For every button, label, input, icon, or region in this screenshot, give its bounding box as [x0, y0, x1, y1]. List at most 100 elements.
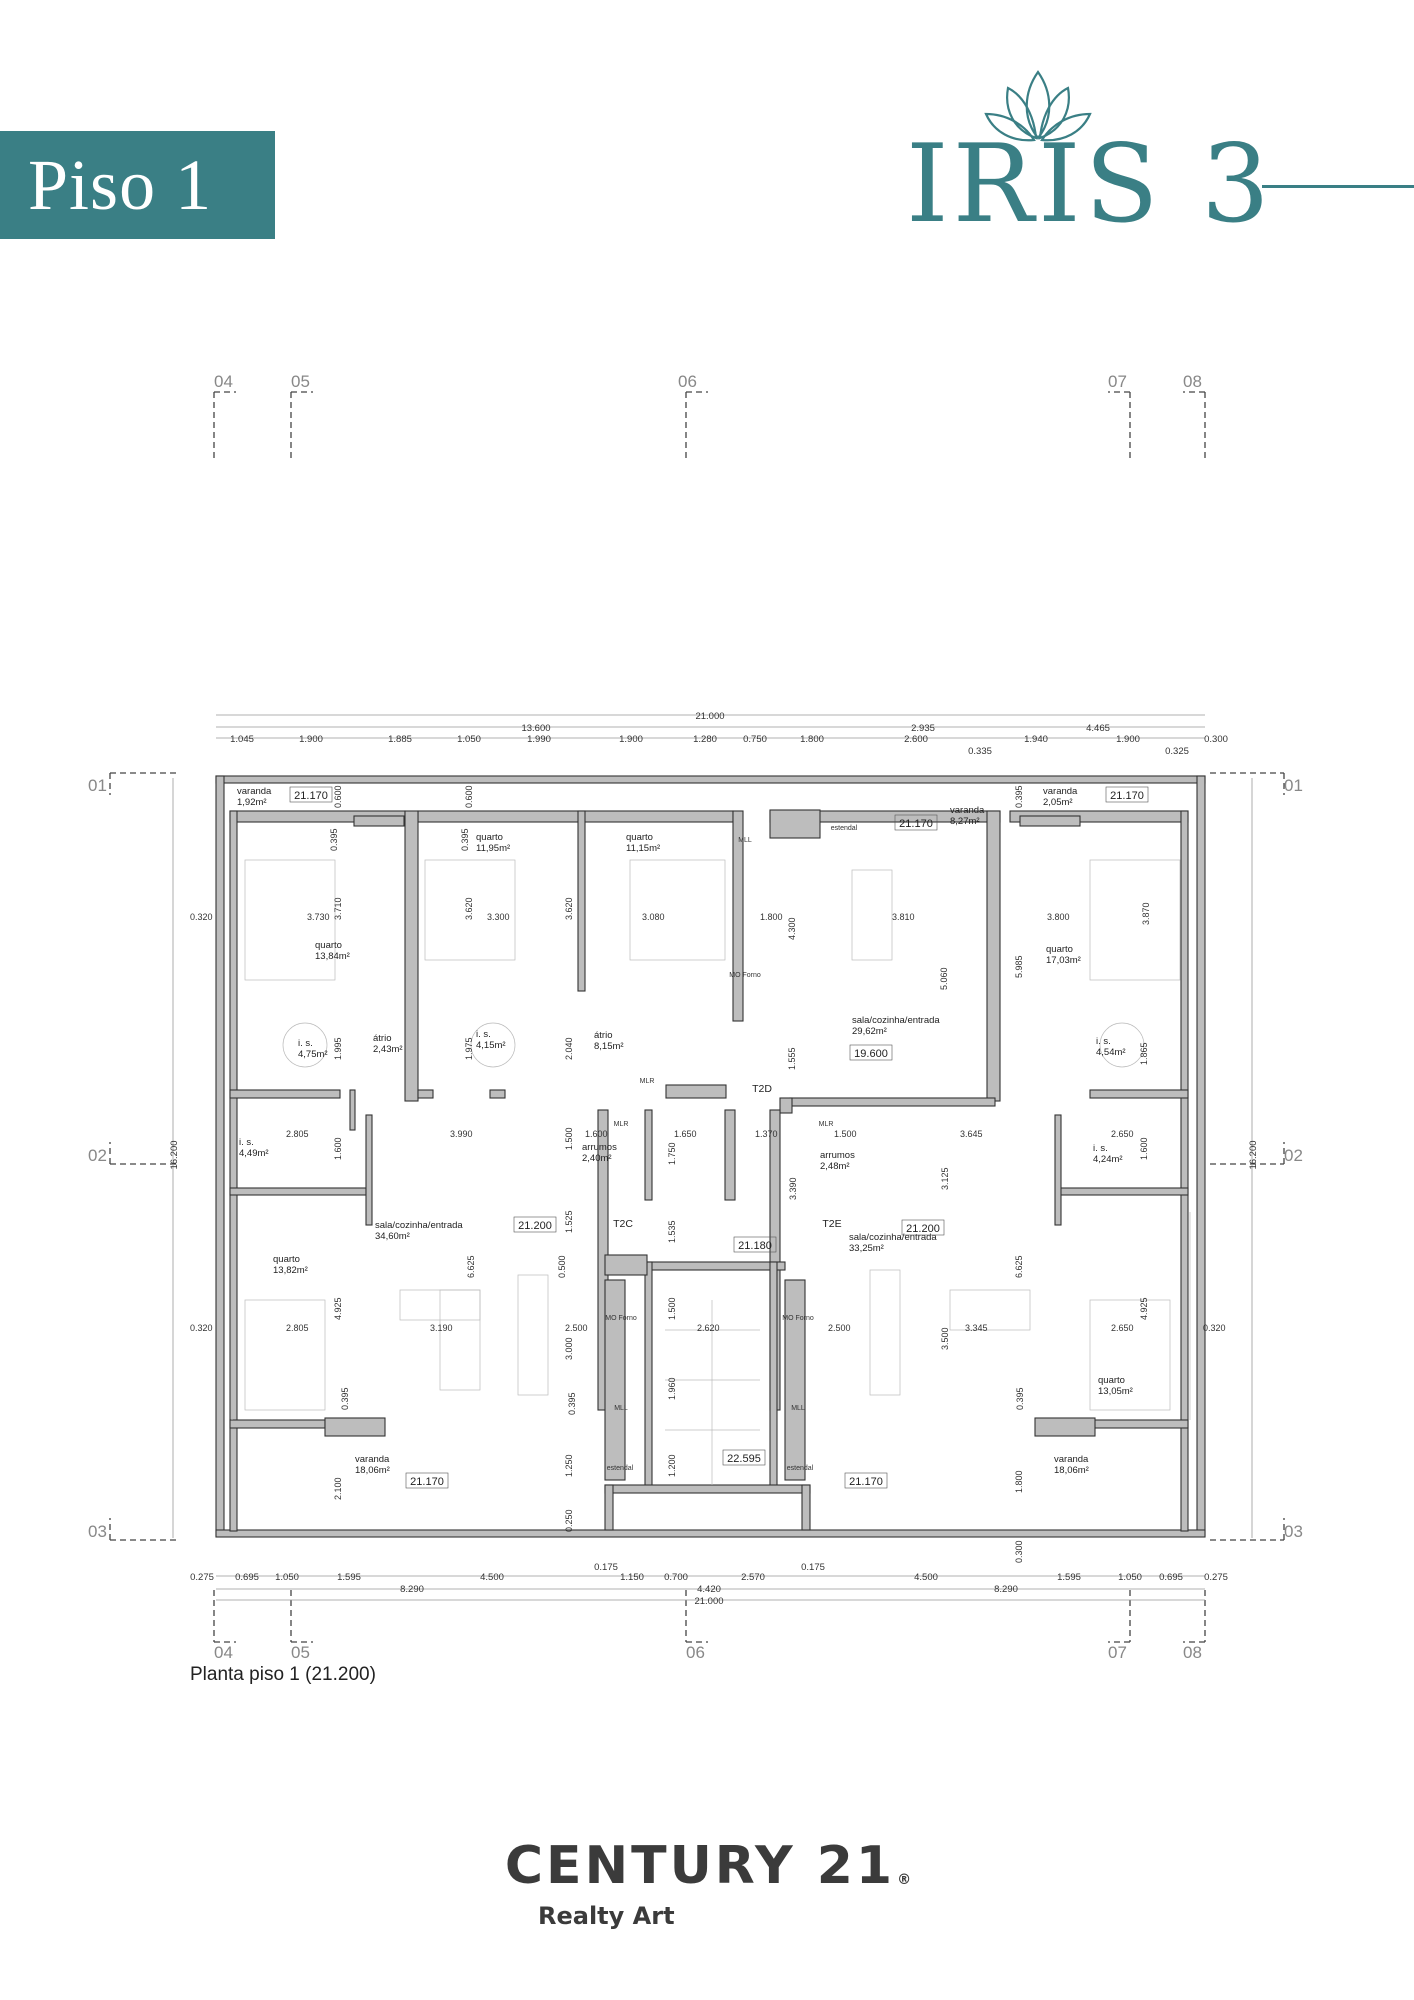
dim-bottom-overall: 21.000	[694, 1596, 723, 1607]
inner-dim: 3.990	[450, 1129, 473, 1139]
level-marker: 21.170	[849, 1476, 883, 1488]
room-name: átrio	[594, 1030, 612, 1041]
axis-label-07-top: 07	[1108, 372, 1127, 391]
brand-subtitle: Realty Art	[538, 1902, 675, 1930]
unit-label: T2E	[822, 1218, 841, 1230]
inner-dim: 0.395	[567, 1392, 577, 1415]
dim-top-small: 0.335	[968, 746, 992, 757]
level-marker: 21.200	[906, 1223, 940, 1235]
dim-bottom-row: 4.500	[480, 1572, 504, 1583]
axis-label-03-left: 03	[88, 1522, 107, 1541]
room-name: arrumos	[820, 1150, 855, 1161]
fixture-label: MLR	[640, 1078, 655, 1085]
dim-bottom-row: 2.570	[741, 1572, 765, 1583]
inner-dim: 2.620	[697, 1323, 720, 1333]
inner-dim: 0.300	[1014, 1540, 1024, 1563]
room-name: varanda	[355, 1454, 390, 1465]
room-area: 4,15m²	[476, 1040, 506, 1051]
dim-bottom-small-r: 0.175	[801, 1562, 825, 1573]
axis-label-06-bottom: 06	[686, 1643, 705, 1662]
level-marker: 21.170	[899, 818, 933, 830]
inner-dim: 0.500	[557, 1255, 567, 1278]
inner-dim: 1.960	[667, 1377, 677, 1400]
inner-dim: 2.805	[286, 1129, 309, 1139]
dim-bottom-small-l: 0.175	[594, 1562, 618, 1573]
inner-dim: 3.620	[464, 897, 474, 920]
dim-bottom-row: 0.700	[664, 1572, 688, 1583]
room-name: quarto	[273, 1254, 300, 1265]
inner-dim: 1.500	[667, 1297, 677, 1320]
inner-dim: 3.125	[940, 1167, 950, 1190]
room-name: quarto	[476, 832, 503, 843]
inner-dim: 1.865	[1139, 1042, 1149, 1065]
inner-dim: 1.500	[834, 1129, 857, 1139]
dim-top-row: 1.800	[800, 734, 824, 745]
logo-text: IRIS 3	[906, 122, 1274, 247]
inner-dim: 0.395	[1015, 1387, 1025, 1410]
fixture-label: MLL	[738, 837, 752, 844]
room-name: quarto	[315, 940, 342, 951]
inner-dim: 1.500	[564, 1127, 574, 1150]
inner-dim: 2.805	[286, 1323, 309, 1333]
dim-bottom-row: 1.050	[1118, 1572, 1142, 1583]
level-marker: 21.170	[1110, 790, 1144, 802]
floor-plan-drawing: 04 05 06 07 08 04 05 06 07 08 01 02 03 0…	[88, 372, 1303, 1662]
century21-logo: CENTURY 21®	[0, 1836, 1414, 1896]
dim-bottom-row: 0.275	[1204, 1572, 1228, 1583]
unit-label: T2D	[752, 1083, 772, 1095]
inner-dim: 5.060	[939, 967, 949, 990]
axis-label-08-bottom: 08	[1183, 1643, 1202, 1662]
inner-dim: 3.800	[1047, 912, 1070, 922]
room-area: 2,43m²	[373, 1044, 403, 1055]
room-area: 4,54m²	[1096, 1047, 1126, 1058]
dim-top-row: 1.900	[619, 734, 643, 745]
level-marker: 22.595	[727, 1453, 761, 1465]
level-marker: 21.170	[294, 790, 328, 802]
lotus-icon	[984, 70, 1092, 142]
dim-bottom-row: 0.695	[1159, 1572, 1183, 1583]
dim-top-row: 2.600	[904, 734, 928, 745]
fixture-label: estendal	[831, 825, 858, 832]
dim-top-sub-r2: 4.465	[1086, 723, 1110, 734]
inner-dim: 1.750	[667, 1142, 677, 1165]
room-area: 2,48m²	[820, 1161, 850, 1172]
dim-overall-top: 21.000	[695, 711, 724, 722]
dim-top-sub-r1: 2.935	[911, 723, 935, 734]
iris3-logo: IRIS 3	[898, 66, 1270, 246]
inner-dim: 3.810	[892, 912, 915, 922]
dim-bottom-row: 0.695	[235, 1572, 259, 1583]
axis-label-01-right: 01	[1284, 776, 1303, 795]
dim-top-row: 1.280	[693, 734, 717, 745]
floor-badge: Piso 1	[0, 131, 275, 239]
inner-dim: 0.395	[1014, 785, 1024, 808]
room-area: 18,06m²	[355, 1465, 390, 1476]
inner-dim: 3.730	[307, 912, 330, 922]
inner-dim: 2.500	[828, 1323, 851, 1333]
inner-dim: 0.250	[564, 1509, 574, 1532]
dim-bottom-row: 4.500	[914, 1572, 938, 1583]
axis-label-03-right: 03	[1284, 1522, 1303, 1541]
inner-dim: 0.320	[1203, 1323, 1226, 1333]
inner-dim: 1.525	[564, 1210, 574, 1233]
room-area: 13,82m²	[273, 1265, 308, 1276]
axis-label-06-top: 06	[678, 372, 697, 391]
dim-bottom-sub-right: 8.290	[994, 1584, 1018, 1595]
inner-dim: 3.190	[430, 1323, 453, 1333]
dim-top-row: 1.900	[1116, 734, 1140, 745]
room-name: i. s.	[239, 1137, 254, 1148]
room-area: 13,84m²	[315, 951, 350, 962]
room-area: 11,95m²	[476, 843, 510, 854]
dim-bottom-row: 1.050	[275, 1572, 299, 1583]
dim-top-row: 1.940	[1024, 734, 1048, 745]
dim-top-row: 1.990	[527, 734, 551, 745]
registered-mark: ®	[897, 1872, 912, 1888]
room-area: 4,75m²	[298, 1049, 328, 1060]
axis-label-01-left: 01	[88, 776, 107, 795]
room-area: 17,03m²	[1046, 955, 1081, 966]
dim-top-row: 0.300	[1204, 734, 1228, 745]
room-name: quarto	[1098, 1375, 1125, 1386]
room-name: sala/cozinha/entrada	[849, 1232, 937, 1243]
dim-bottom-row: 1.150	[620, 1572, 644, 1583]
room-area: 4,49m²	[239, 1148, 269, 1159]
floor-plan: 04 05 06 07 08 04 05 06 07 08 01 02 03 0…	[0, 360, 1414, 1680]
